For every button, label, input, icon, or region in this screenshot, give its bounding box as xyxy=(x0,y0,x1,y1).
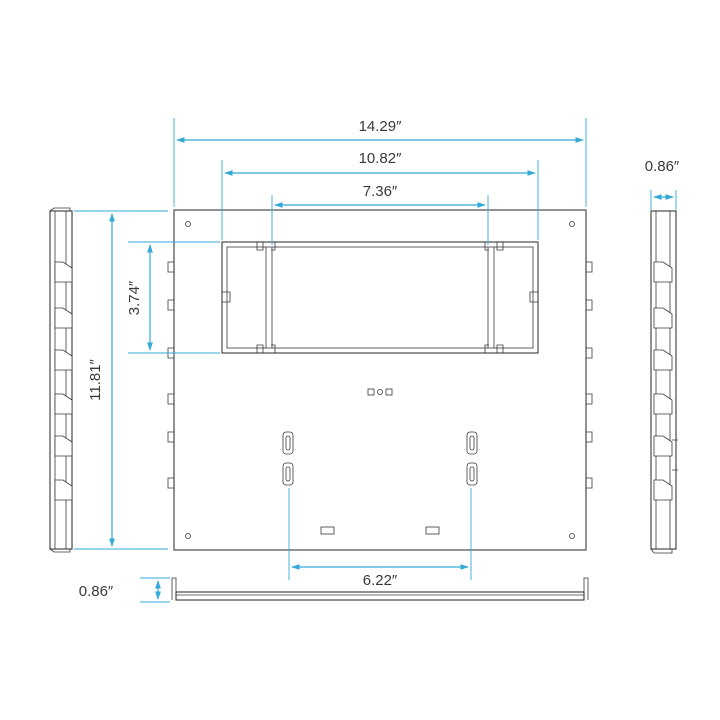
dimension-side-depth-right: 0.86″ xyxy=(645,158,680,210)
dimension-bottom-thickness: 0.86″ xyxy=(79,577,170,603)
channel-inner-outline xyxy=(226,246,534,349)
label-bottom-thickness: 0.86″ xyxy=(79,583,114,600)
dimension-channel-height: 3.74″ xyxy=(126,241,220,354)
right-profile-hooks xyxy=(653,261,673,501)
label-channel-height: 3.74″ xyxy=(126,280,143,315)
right-side-profile xyxy=(650,210,678,554)
left-profile-bar xyxy=(49,210,73,550)
left-edge-clips xyxy=(167,261,174,489)
label-channel-inner-width: 7.36″ xyxy=(363,183,398,200)
left-profile-hooks xyxy=(54,261,73,501)
label-side-depth-right: 0.86″ xyxy=(645,158,680,175)
corner-hole xyxy=(185,533,191,539)
dimension-channel-inner-width: 7.36″ xyxy=(271,183,489,245)
label-slot-spacing: 6.22″ xyxy=(363,572,398,589)
bottom-tabs xyxy=(320,526,440,535)
channel-outer xyxy=(221,241,539,354)
right-edge-clips xyxy=(586,261,593,489)
hook-slots xyxy=(282,431,478,486)
dimension-overall-height: 11.81″ xyxy=(74,210,168,550)
front-view xyxy=(167,209,593,551)
label-overall-height: 11.81″ xyxy=(87,358,104,400)
label-overall-width: 14.29″ xyxy=(359,118,403,135)
corner-hole xyxy=(185,221,191,227)
dimension-slot-spacing: 6.22″ xyxy=(288,488,472,589)
left-side-profile xyxy=(49,207,73,553)
corner-hole xyxy=(569,533,575,539)
center-connector xyxy=(367,388,393,396)
channel-frame xyxy=(221,241,539,354)
corner-hole xyxy=(569,221,575,227)
bottom-profile xyxy=(171,577,589,601)
dimension-channel-outer-width: 10.82″ xyxy=(221,150,539,240)
dimension-overall-width: 14.29″ xyxy=(173,118,587,207)
label-channel-outer-width: 10.82″ xyxy=(359,150,403,167)
bottom-profile-bar xyxy=(175,591,585,601)
